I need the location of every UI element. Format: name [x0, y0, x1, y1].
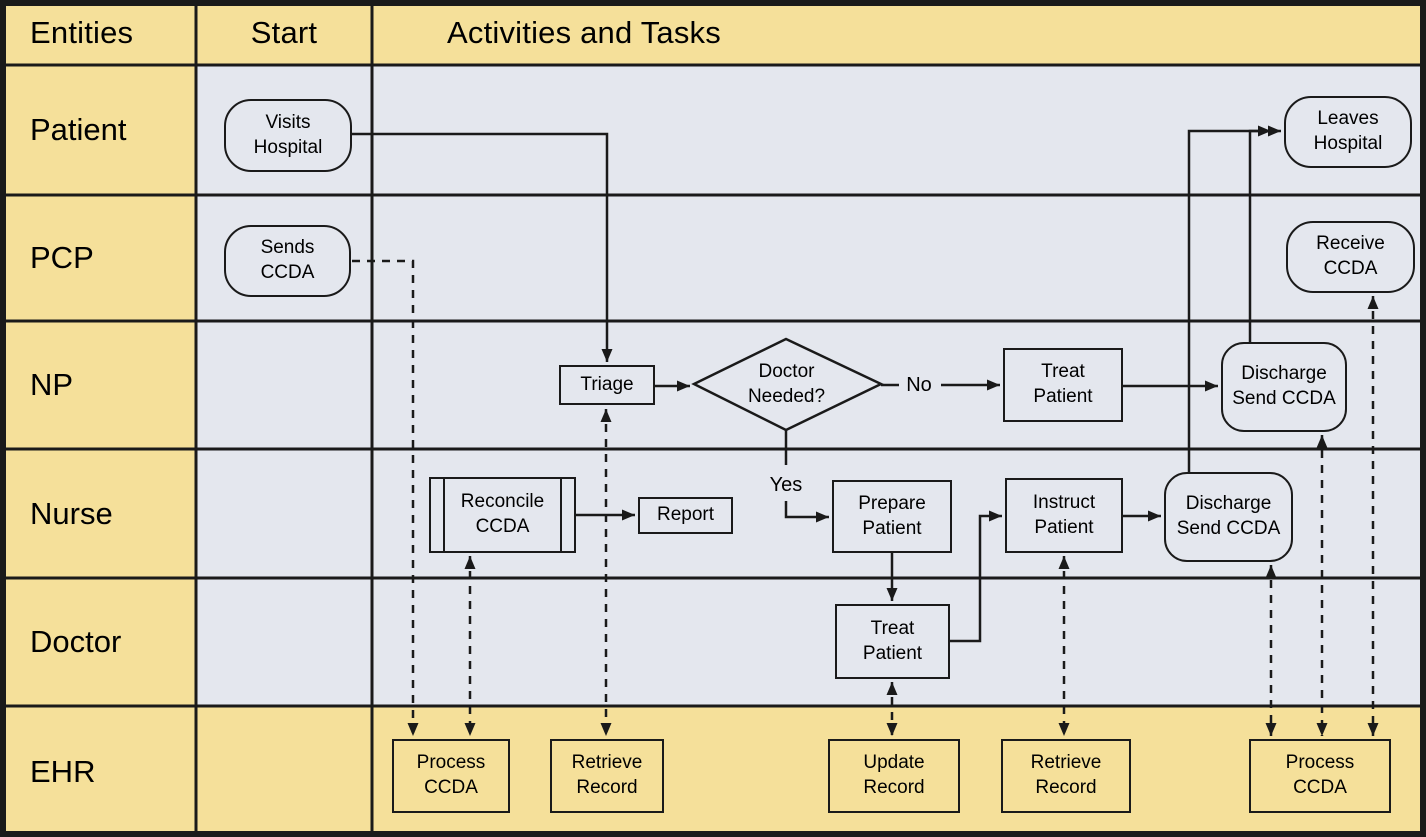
lane-label-nurse: Nurse: [30, 495, 113, 531]
edge-label-no: No: [906, 373, 932, 396]
node-instruct-patient: Instruct Patient: [1005, 478, 1123, 553]
connector-visits-to-triage: [352, 132, 613, 362]
node-leaves-hospital: Leaves Hospital: [1284, 96, 1412, 168]
node-visits-hospital: Visits Hospital: [224, 99, 352, 172]
node-receive-ccda: Receive CCDA: [1286, 221, 1415, 293]
lane-label-np: NP: [30, 367, 74, 402]
lane-label-patient: Patient: [30, 112, 127, 147]
node-triage: Triage: [559, 365, 655, 405]
subprocess-bar-left: [443, 479, 445, 551]
node-discharge-send-ccda-nurse: Discharge Send CCDA: [1164, 472, 1293, 562]
connector-sends-ccda-to-process-ccda-1: [352, 259, 419, 736]
subprocess-bar-right: [560, 479, 562, 551]
node-report: Report: [638, 497, 733, 534]
node-sends-ccda: Sends CCDA: [224, 225, 351, 297]
node-prepare-patient: Prepare Patient: [832, 480, 952, 553]
node-process-ccda-2: Process CCDA: [1249, 739, 1391, 813]
node-discharge-send-ccda-np: Discharge Send CCDA: [1221, 342, 1347, 432]
lane-label-doctor: Doctor: [30, 624, 122, 659]
connector-discharge-np-to-leaves: [1248, 125, 1271, 342]
decision-doctor-needed-label: Doctor Needed?: [747, 361, 826, 407]
header-activities: Activities and Tasks: [447, 14, 721, 50]
header-row-bg: [196, 0, 1426, 65]
entities-column-bg: [0, 0, 196, 837]
node-update-record: Update Record: [828, 739, 960, 813]
connector-treat-doctor-to-instruct: [950, 510, 1002, 643]
lane-label-ehr: EHR: [30, 753, 96, 789]
node-reconcile-ccda-label: Reconcile CCDA: [460, 491, 545, 537]
connector-yes-to-prepare-patient: [784, 501, 829, 523]
node-treat-patient-np: Treat Patient: [1003, 348, 1123, 422]
header-entities: Entities: [30, 14, 134, 50]
node-treat-patient-doctor: Treat Patient: [835, 604, 950, 679]
lane-label-pcp: PCP: [30, 240, 94, 275]
node-retrieve-record-1: Retrieve Record: [550, 739, 664, 813]
node-reconcile-ccda: Reconcile CCDA: [429, 477, 576, 553]
node-retrieve-record-2: Retrieve Record: [1001, 739, 1131, 813]
node-process-ccda-1: Process CCDA: [392, 739, 510, 813]
header-start: Start: [250, 14, 318, 50]
edge-label-yes: Yes: [769, 473, 803, 496]
